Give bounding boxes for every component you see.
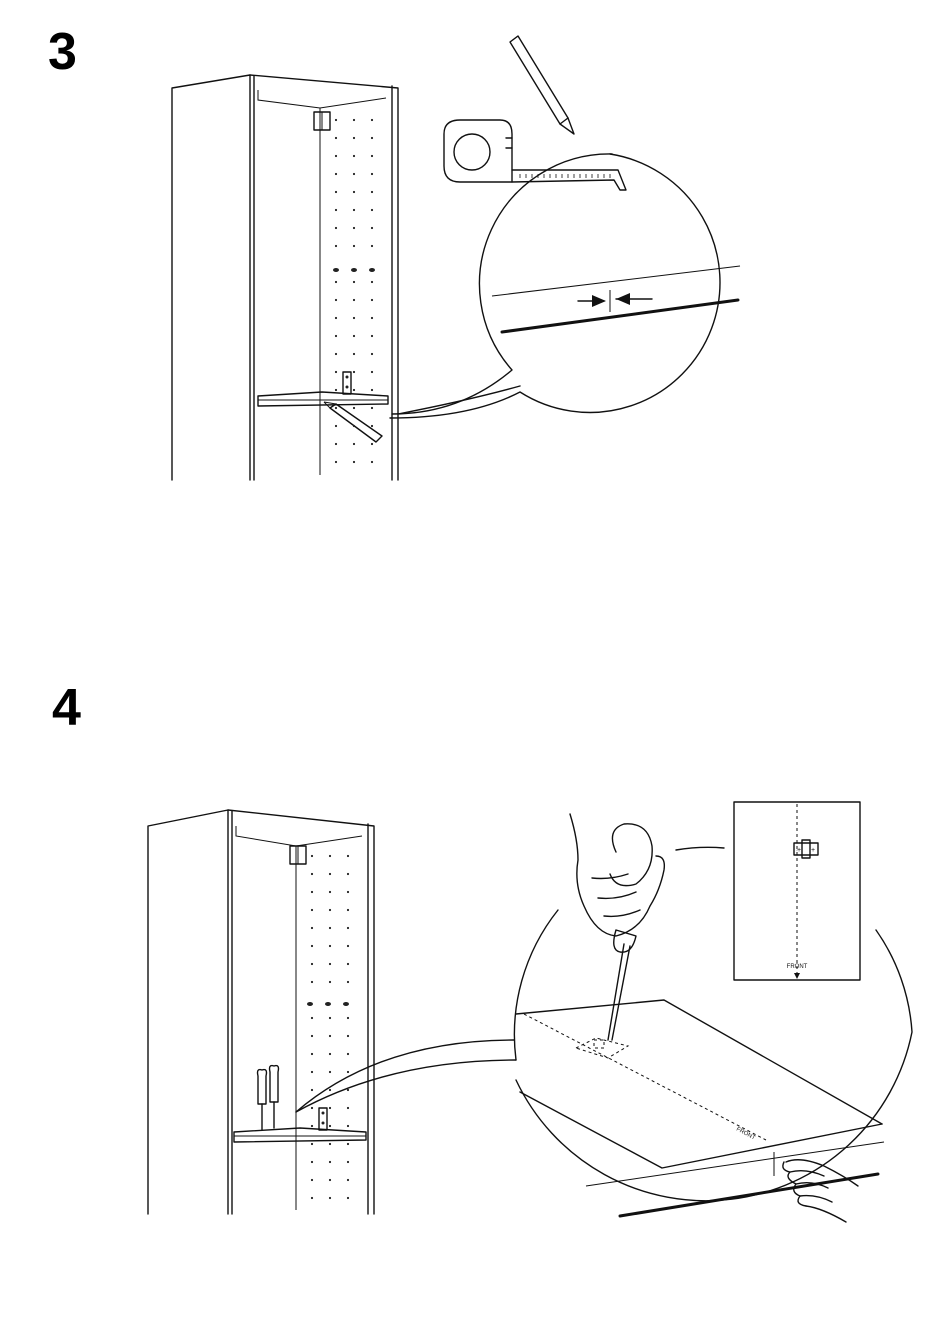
pencil-icon: [510, 36, 574, 134]
shelf: [258, 392, 388, 406]
detail-front-label: FRONT: [787, 964, 808, 970]
front-label: FRONT: [735, 1126, 756, 1141]
align-arrows: [578, 293, 652, 307]
svg-text:+: +: [811, 847, 815, 854]
hand-icon: [570, 814, 664, 936]
shelf-bracket: [319, 1108, 327, 1130]
callout-pointer: [296, 1040, 514, 1112]
screwdriver-icon: [258, 1066, 279, 1130]
shelf: [234, 1128, 366, 1142]
shelf-pins: [307, 1002, 349, 1006]
step-4-cabinet: [148, 810, 374, 1214]
svg-text:+: +: [797, 847, 801, 854]
magnified-detail: [390, 154, 740, 418]
pointing-hand-icon: [783, 1160, 858, 1222]
awl-icon: [608, 930, 636, 1040]
detail-inset: · + + FRONT: [734, 802, 860, 980]
step-3-cabinet: [172, 75, 398, 480]
shelf-bracket: [343, 372, 351, 394]
peg-holes: [311, 855, 349, 1199]
magnified-detail: FRONT: [514, 814, 912, 1222]
peg-holes: [335, 119, 373, 463]
shelf-pins: [333, 268, 375, 272]
